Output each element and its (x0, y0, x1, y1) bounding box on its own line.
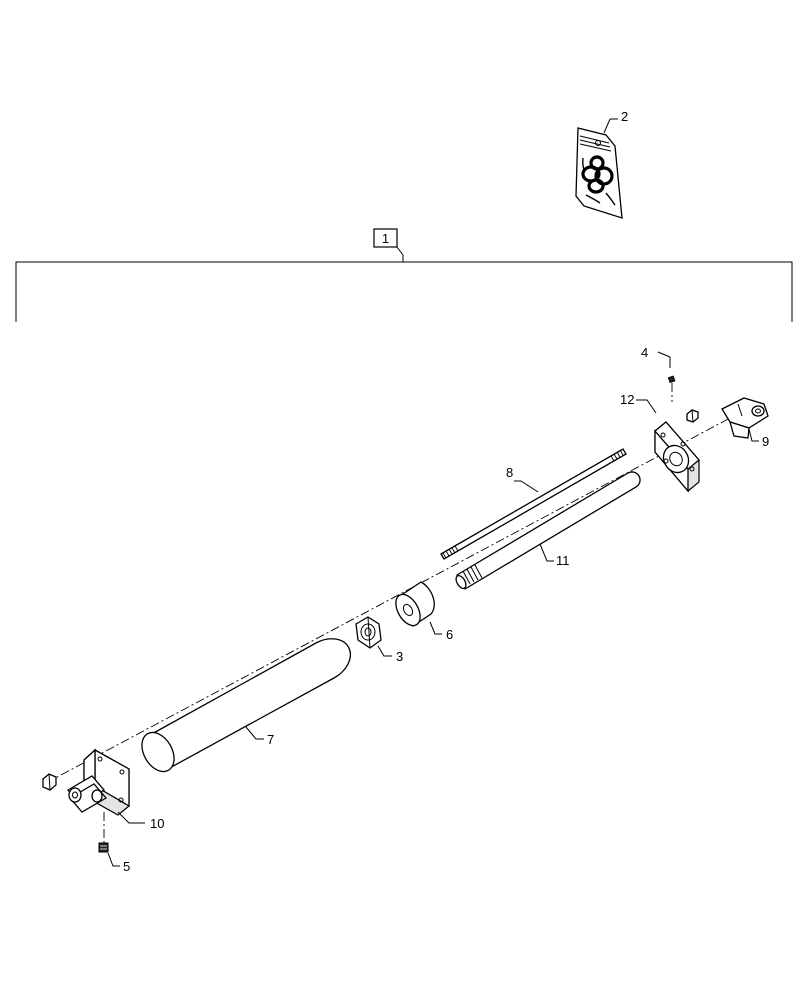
callout-9: 9 (762, 434, 769, 449)
callout-12: 12 (620, 392, 634, 407)
assembly-axis-line (45, 417, 731, 784)
grease-fitting-5: 5 (98, 842, 130, 874)
callout-10: 10 (150, 816, 164, 831)
callout-11: 11 (556, 553, 570, 568)
rod-end-cap-12: 12 (620, 392, 700, 493)
callout-5: 5 (123, 859, 130, 874)
callout-2: 2 (621, 109, 628, 124)
callout-4: 4 (641, 345, 648, 360)
piston-rod-11: 11 (455, 471, 641, 590)
clevis-hex-nut (686, 409, 699, 423)
base-end-cap-10: 10 (66, 748, 164, 831)
cylinder-tube-7: 7 (141, 638, 352, 773)
piston-6: 6 (395, 581, 453, 642)
rod-end-clevis-9: 9 (721, 397, 769, 449)
callout-1: 1 (382, 231, 389, 246)
base-hex-nut (42, 773, 57, 791)
callout-8: 8 (506, 465, 513, 480)
seal-kit-bag: 2 (575, 109, 628, 219)
callout-7: 7 (267, 732, 274, 747)
assembly-bracket: 1 (15, 228, 793, 322)
set-screw-4: 4 (641, 345, 676, 384)
hex-nut-3: 3 (355, 616, 403, 664)
tie-rod-8: 8 (440, 448, 627, 560)
callout-3: 3 (396, 649, 403, 664)
callout-6: 6 (446, 627, 453, 642)
